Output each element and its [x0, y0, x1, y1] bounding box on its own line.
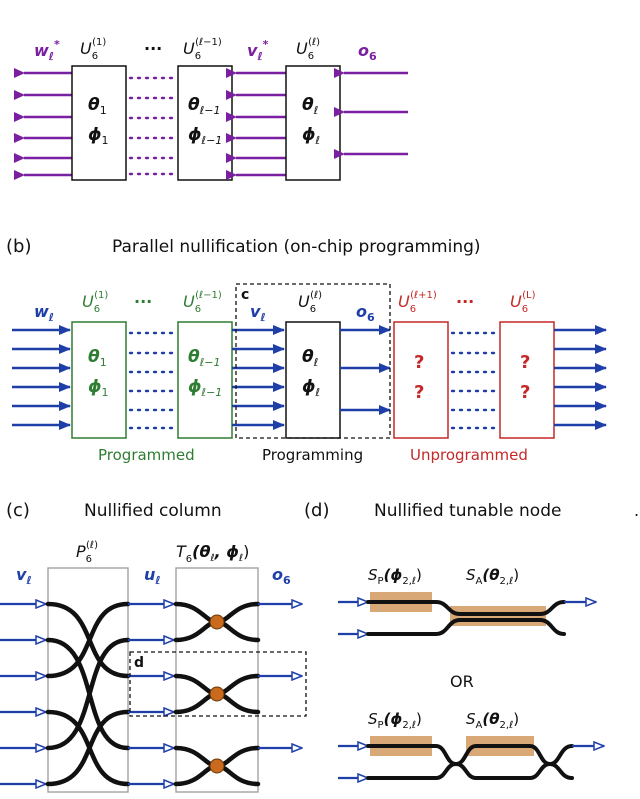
panel-a-u1-label: U6(1)	[80, 37, 106, 62]
panel-d-title: Nullified tunable node	[374, 501, 561, 521]
panel-d-v1-waveguides	[366, 600, 566, 636]
panel-c-v-label: vℓ	[16, 565, 32, 587]
panel-c-tag: (c)	[6, 500, 30, 521]
panel-b-u-curr-label: U6(ℓ)	[298, 290, 322, 315]
panel-a-input-arrows	[334, 68, 408, 159]
node-3	[209, 758, 225, 774]
panel-b-output-arrows	[340, 325, 391, 415]
panel-b-box4-q1: ?	[414, 352, 424, 373]
panel-b-c-tag: c	[241, 287, 249, 303]
panel-c-o-label: o6	[272, 565, 291, 587]
panel-b-box1-phi: ϕ1	[88, 377, 109, 399]
panel-a-box2-theta: θℓ−1	[188, 95, 220, 117]
panel-b-box1-theta: θ1	[88, 347, 107, 369]
panel-a-w-label: wℓ*	[34, 38, 60, 63]
panel-b-unprogrammed-label: Unprogrammed	[410, 446, 528, 464]
panel-b-dotted-links-2	[450, 331, 500, 430]
panel-c-p-label: P6(ℓ)	[76, 540, 98, 565]
panel-a-v-label: vℓ*	[247, 38, 269, 63]
panel-a-u-curr-label: U6(ℓ)	[296, 37, 320, 62]
panel-c-tunable-nodes	[209, 614, 225, 774]
panel-a-box-2	[177, 65, 233, 181]
panel-b-dots-2: ···	[456, 292, 474, 311]
panel-d-v2-waveguides	[366, 744, 574, 780]
panel-a: wℓ* U6(1) ··· U6(ℓ−1) vℓ* U6(ℓ) o6 θ1 ϕ1…	[13, 37, 408, 181]
panel-a-box1-phi: ϕ1	[88, 125, 109, 147]
panel-c-title: Nullified column	[84, 501, 222, 521]
panel-a-box2-phi: ϕℓ−1	[188, 125, 222, 147]
panel-a-box3-phi: ϕℓ	[302, 125, 320, 147]
panel-d-v1-input-arrows	[338, 602, 368, 634]
panel-d-sp-label-1: SP(ϕ2,ℓ)	[368, 566, 422, 587]
panel-b-box-3	[285, 321, 341, 439]
panel-c-permutation-box	[47, 567, 129, 793]
panel-b-u-L-label: U6(L)	[510, 290, 536, 315]
panel-b-input-arrows	[12, 325, 71, 430]
panel-a-o-label: o6	[358, 41, 377, 63]
panel-b-w-label: wℓ	[34, 302, 54, 324]
panel-b-u1-label: U6(1)	[82, 290, 108, 315]
panel-c-u-label: uℓ	[144, 565, 161, 587]
panel-b-box2-phi: ϕℓ−1	[188, 377, 222, 399]
panel-d-or-label: OR	[450, 672, 474, 691]
panel-b-box3-phi: ϕℓ	[302, 377, 320, 399]
node-2	[209, 686, 225, 702]
panel-b-u-prev-label: U6(ℓ−1)	[183, 290, 222, 315]
panel-b-box-2	[177, 321, 233, 439]
panel-b-programmed-label: Programmed	[98, 446, 195, 464]
panel-a-u-prev-label: U6(ℓ−1)	[183, 37, 222, 62]
panel-a-middle-arrows	[226, 68, 286, 180]
panel-c-d-dashed-box	[129, 651, 307, 717]
panel-b-box-1	[71, 321, 127, 439]
panel-b-final-arrows	[554, 325, 607, 430]
panel-a-box-3	[285, 65, 341, 181]
panel-a-dots: ···	[144, 39, 162, 58]
panel-d-sa-label-2: SA(θ2,ℓ)	[466, 710, 519, 731]
panel-a-box3-theta: θℓ	[302, 95, 318, 117]
panel-b-box4-q2: ?	[414, 382, 424, 403]
panel-b-dotted-links-1	[128, 331, 178, 430]
panel-b-middle-arrows	[232, 325, 285, 430]
panel-d-trailing-dot: .	[634, 501, 639, 520]
panel-a-box1-theta: θ1	[88, 95, 107, 117]
panel-a-output-arrows	[13, 68, 72, 180]
panel-b-o-label: o6	[356, 302, 375, 324]
panel-b-u-next-label: U6(ℓ+1)	[398, 290, 437, 315]
panel-d-sa-label-1: SA(θ2,ℓ)	[466, 566, 519, 587]
panel-b-dots-1: ···	[134, 292, 152, 311]
node-1	[209, 614, 225, 630]
panel-b-v-label: vℓ	[250, 302, 266, 324]
panel-b-box3-theta: θℓ	[302, 347, 318, 369]
panel-d: (d) Nullified tunable node . SP(ϕ2,ℓ) SA…	[304, 500, 639, 778]
panel-a-dotted-links	[128, 76, 178, 176]
panel-c-t-label: T6(θℓ, ϕℓ)	[176, 542, 249, 565]
panel-b-c-dashed-box	[235, 283, 391, 439]
panel-b-box-4	[393, 321, 449, 439]
panel-c-input-arrows	[0, 604, 46, 784]
panel-b-title: Parallel nullification (on-chip programm…	[112, 237, 481, 257]
panel-c: (c) Nullified column P6(ℓ) T6(θℓ, ϕℓ) vℓ…	[0, 500, 307, 793]
panel-b-box5-q1: ?	[520, 352, 530, 373]
panel-d-tag: (d)	[304, 500, 329, 521]
panel-b-box2-theta: θℓ−1	[188, 347, 220, 369]
panel-b: (b) Parallel nullification (on-chip prog…	[6, 236, 607, 464]
panel-c-permutation-wires	[45, 601, 131, 787]
panel-b-box5-q2: ?	[520, 382, 530, 403]
panel-b-box-5	[499, 321, 555, 439]
panel-c-output-arrows	[258, 604, 302, 748]
panel-c-d-tag: d	[134, 655, 144, 671]
panel-b-tag: (b)	[6, 236, 31, 257]
panel-a-box-1	[71, 65, 127, 181]
panel-c-middle-arrows	[128, 604, 174, 784]
panel-d-sp-label-2: SP(ϕ2,ℓ)	[368, 710, 422, 731]
panel-d-v2-input-arrows	[338, 746, 368, 778]
panel-b-programming-label: Programming	[262, 446, 363, 464]
